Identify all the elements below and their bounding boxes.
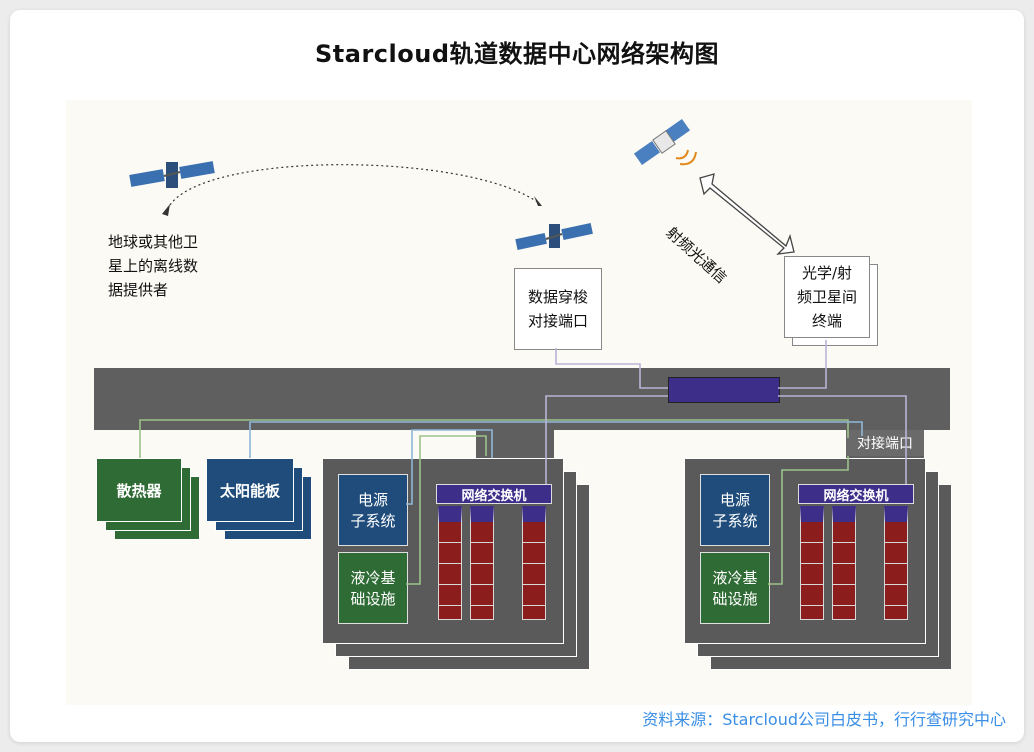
network-link-left-switch [545,395,668,484]
source-note: 资料来源：Starcloud公司白皮书，行行查研究中心 [642,710,1006,729]
shuttle-docking-port-box: 数据穿梭 对接端口 [514,268,602,350]
cooling-infra-left: 液冷基 础设施 [338,552,408,624]
solar-panel-label: 太阳能板 [219,481,280,500]
arc-arrowhead-right [534,196,542,206]
network-link-shuttle [555,348,668,389]
cooling-link-right [768,456,849,585]
network-link-terminal [778,340,827,389]
satellite-icon [129,161,215,188]
radiator-link [139,419,849,458]
radiator-label: 散热器 [116,481,162,500]
solar-link [249,421,863,458]
offline-data-provider-label: 地球或其他卫 星上的离线数 据提供者 [108,233,199,299]
bus-connector-left [476,428,554,458]
satellite-icon [515,222,593,250]
rf-optical-double-arrow [699,173,795,255]
docking-port-box: 对接端口 [846,430,924,456]
server-rack [522,506,546,620]
cooling-link-left [406,435,487,585]
server-rack [884,506,908,620]
page-title: Starcloud轨道数据中心网络架构图 [315,40,719,68]
comm-satellite-icon [633,118,697,166]
bus-switch-module [668,377,780,403]
server-rack [438,506,462,620]
power-subsystem-left: 电源 子系统 [338,474,408,546]
network-switch-left: 网络交换机 [436,484,552,504]
arc-arrowhead-left [162,204,170,216]
network-switch-right: 网络交换机 [798,484,914,504]
server-rack [832,506,856,620]
power-link-left [406,429,493,505]
data-transfer-arc [165,164,541,215]
docking-port-label: 对接端口 [857,436,913,452]
server-rack [470,506,494,620]
network-link-right-switch [778,395,907,484]
inter-satellite-terminal-box: 光学/射 频卫星间 终端 [784,256,870,338]
server-rack [800,506,824,620]
power-subsystem-right: 电源 子系统 [700,474,770,546]
cooling-infra-right: 液冷基 础设施 [700,552,770,624]
